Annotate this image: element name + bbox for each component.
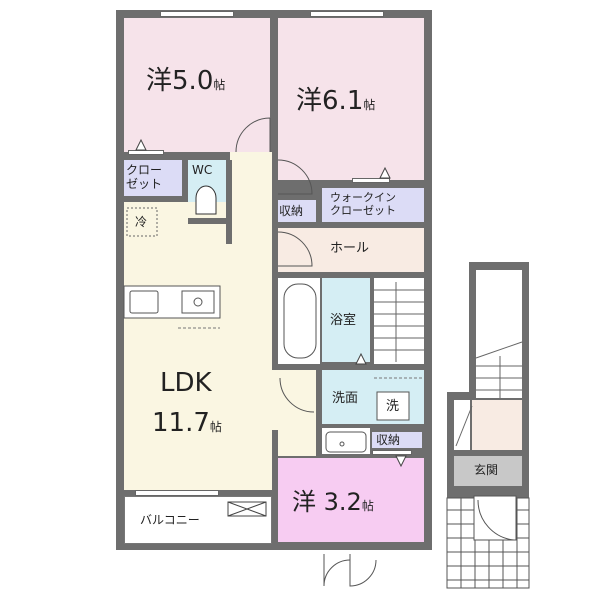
wall [316, 188, 322, 224]
entrance [454, 456, 522, 486]
walkin-closet-label: ウォークイン クローゼット [330, 191, 396, 217]
washroom-label: 洗面 [332, 391, 359, 406]
stairs-annex [476, 270, 522, 398]
ldk-lower [272, 370, 318, 456]
washer-label: 洗 [386, 399, 400, 414]
storage-door [372, 450, 412, 455]
room-western-6 [278, 18, 424, 180]
balcony-label: バルコニー [140, 513, 200, 527]
bath-label: 浴室 [330, 313, 357, 328]
window [160, 11, 234, 17]
storage-1-label: 収納 [279, 204, 304, 218]
closet [124, 160, 182, 196]
room-western-6-label: 洋6.1帖 [296, 86, 376, 116]
walkin-closet [322, 188, 424, 222]
storage-2 [372, 432, 422, 448]
wall [182, 160, 188, 202]
ldk-corridor [230, 152, 272, 272]
fridge-label: 冷 [135, 215, 148, 229]
closet-label: クロー ゼット [126, 163, 163, 191]
window [135, 490, 219, 496]
wall [226, 160, 232, 244]
wall [316, 180, 424, 188]
wc-label: WC [192, 163, 213, 177]
room-ldk-size: 11.7帖 [152, 408, 222, 438]
bathroom [322, 278, 370, 362]
storage-2-label: 収納 [376, 433, 401, 447]
room-western-3 [278, 458, 424, 542]
hall [278, 228, 424, 272]
wall [124, 152, 230, 160]
wall [272, 430, 278, 550]
hall-label: ホール [330, 241, 370, 256]
wall [188, 218, 228, 224]
walkin-door [352, 178, 390, 183]
room-ldk-label: LDK [160, 368, 212, 398]
room-western-5-label: 洋5.0帖 [146, 66, 226, 96]
wall [272, 222, 424, 228]
wall [278, 364, 322, 370]
wall [272, 152, 278, 272]
wall [272, 278, 278, 370]
window [310, 11, 384, 17]
entrance-hall [472, 400, 522, 450]
wall [316, 366, 322, 458]
wall [270, 18, 278, 118]
storage-1 [278, 200, 316, 222]
wall [124, 196, 188, 202]
room-western-5 [124, 18, 270, 152]
wall [370, 428, 424, 432]
entrance-label: 玄関 [474, 463, 499, 477]
room-western-3-label: 洋 3.2帖 [292, 488, 374, 516]
wall [272, 272, 376, 278]
